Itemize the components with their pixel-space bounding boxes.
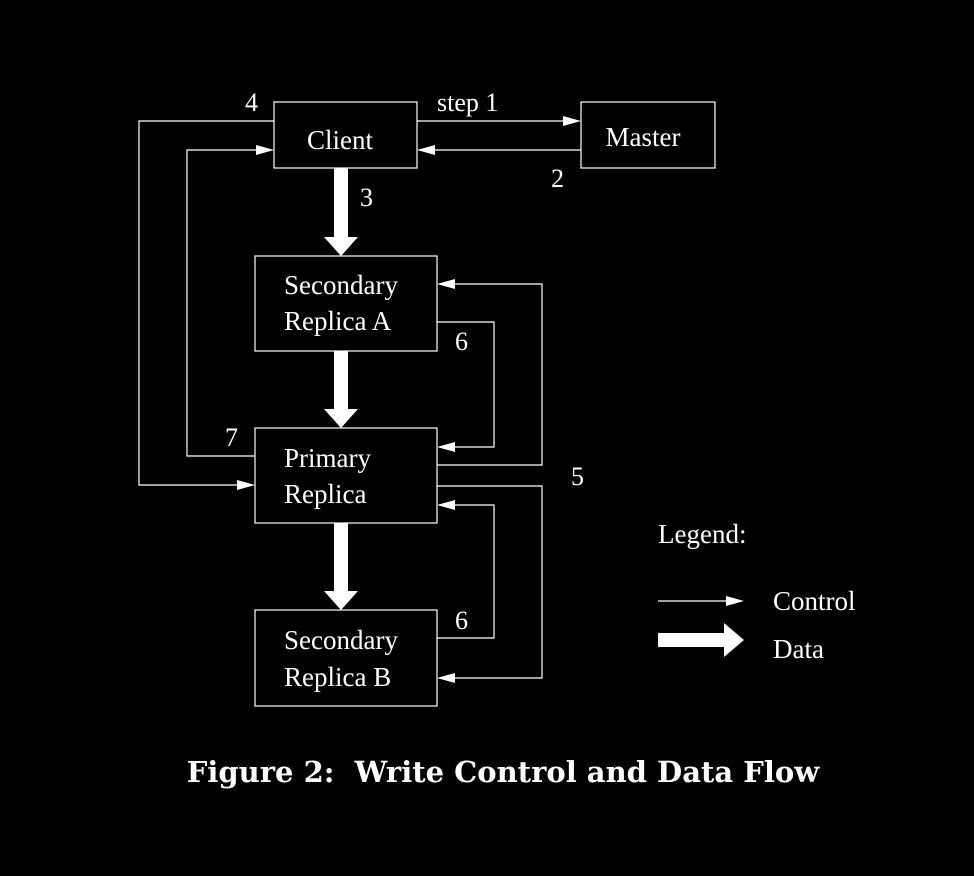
legend: Legend: Control Data: [658, 519, 856, 664]
master-box: [580, 101, 716, 169]
legend-data-arrow: [658, 623, 744, 657]
control-arrow-step6-from-secondary-b: [437, 500, 495, 639]
master-node: Master: [580, 101, 716, 169]
legend-control-label: Control: [773, 586, 856, 616]
data-arrow-client-to-secondary-a: [324, 168, 358, 256]
client-label: Client: [307, 125, 373, 155]
control-arrow-step1: [417, 116, 581, 126]
figure-caption: Figure 2: Write Control and Data Flow: [187, 755, 820, 789]
step3-label: 3: [360, 183, 373, 212]
secondary-replica-a-node: Secondary Replica A: [254, 255, 438, 352]
control-arrow-step7: [186, 145, 274, 457]
control-arrow-step2: [417, 145, 581, 155]
control-arrow-step4: [138, 120, 274, 490]
step1-label: step 1: [437, 88, 498, 117]
step6-label-lower: 6: [455, 606, 468, 635]
master-label: Master: [606, 122, 681, 152]
data-arrow-primary-to-secondary-b: [324, 523, 358, 610]
step5-label: 5: [571, 462, 584, 491]
primary-replica-node: Primary Replica: [254, 427, 438, 524]
step7-label: 7: [225, 423, 238, 452]
primary-replica-label-line1: Primary: [284, 443, 371, 473]
control-arrow-step6-from-secondary-a: [437, 321, 495, 452]
legend-data-label: Data: [773, 634, 824, 664]
secondary-replica-b-label-line1: Secondary: [284, 625, 398, 655]
secondary-replica-a-label-line2: Replica A: [284, 306, 392, 336]
control-arrow-step5-to-secondary-b: [437, 485, 543, 683]
data-arrow-secondary-a-to-primary: [324, 351, 358, 428]
secondary-replica-a-label-line1: Secondary: [284, 270, 398, 300]
secondary-replica-b-box: [254, 609, 438, 707]
secondary-replica-b-label-line2: Replica B: [284, 662, 391, 692]
step4-label: 4: [245, 88, 258, 117]
primary-replica-label-line2: Replica: [284, 479, 366, 509]
legend-title: Legend:: [658, 519, 746, 549]
client-node: Client: [273, 101, 418, 169]
step2-label: 2: [551, 164, 564, 193]
legend-control-arrow: [658, 596, 744, 606]
control-arrow-step5-to-secondary-a: [437, 279, 543, 466]
secondary-replica-b-node: Secondary Replica B: [254, 609, 438, 707]
step6-label-upper: 6: [455, 327, 468, 356]
